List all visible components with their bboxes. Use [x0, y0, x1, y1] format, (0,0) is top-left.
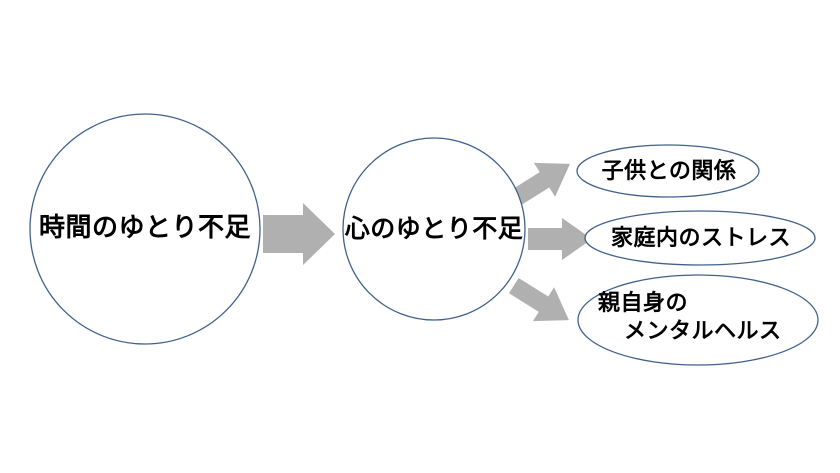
node-label-outcome-household-stress: 家庭内のストレス: [610, 225, 791, 250]
node-label-outcome-child-relationship: 子供との関係: [601, 158, 737, 183]
node-outcome-household-stress: [584, 210, 816, 266]
arrow-main: [263, 203, 335, 265]
node-label-cause-secondary: 心のゆとり不足: [344, 215, 524, 243]
arrow-branch-middle: [528, 218, 592, 260]
node-outcome-parent-mental-health: [577, 274, 819, 366]
node-label-cause-primary: 時間のゆとり不足: [38, 212, 251, 242]
arrow-branch-bottom: [509, 278, 569, 322]
node-cause-secondary: [342, 137, 526, 321]
node-label-outcome-parent-mental-health: 親自身のメンタルヘルス: [598, 289, 812, 345]
arrow-branch-top: [510, 162, 570, 206]
node-cause-primary: [29, 113, 261, 345]
node-label-outcome-parent-mental-health-line-2: メンタルヘルス: [624, 318, 782, 344]
node-outcome-child-relationship: [576, 144, 760, 198]
node-label-outcome-parent-mental-health-line-1: 親自身の: [598, 290, 689, 315]
